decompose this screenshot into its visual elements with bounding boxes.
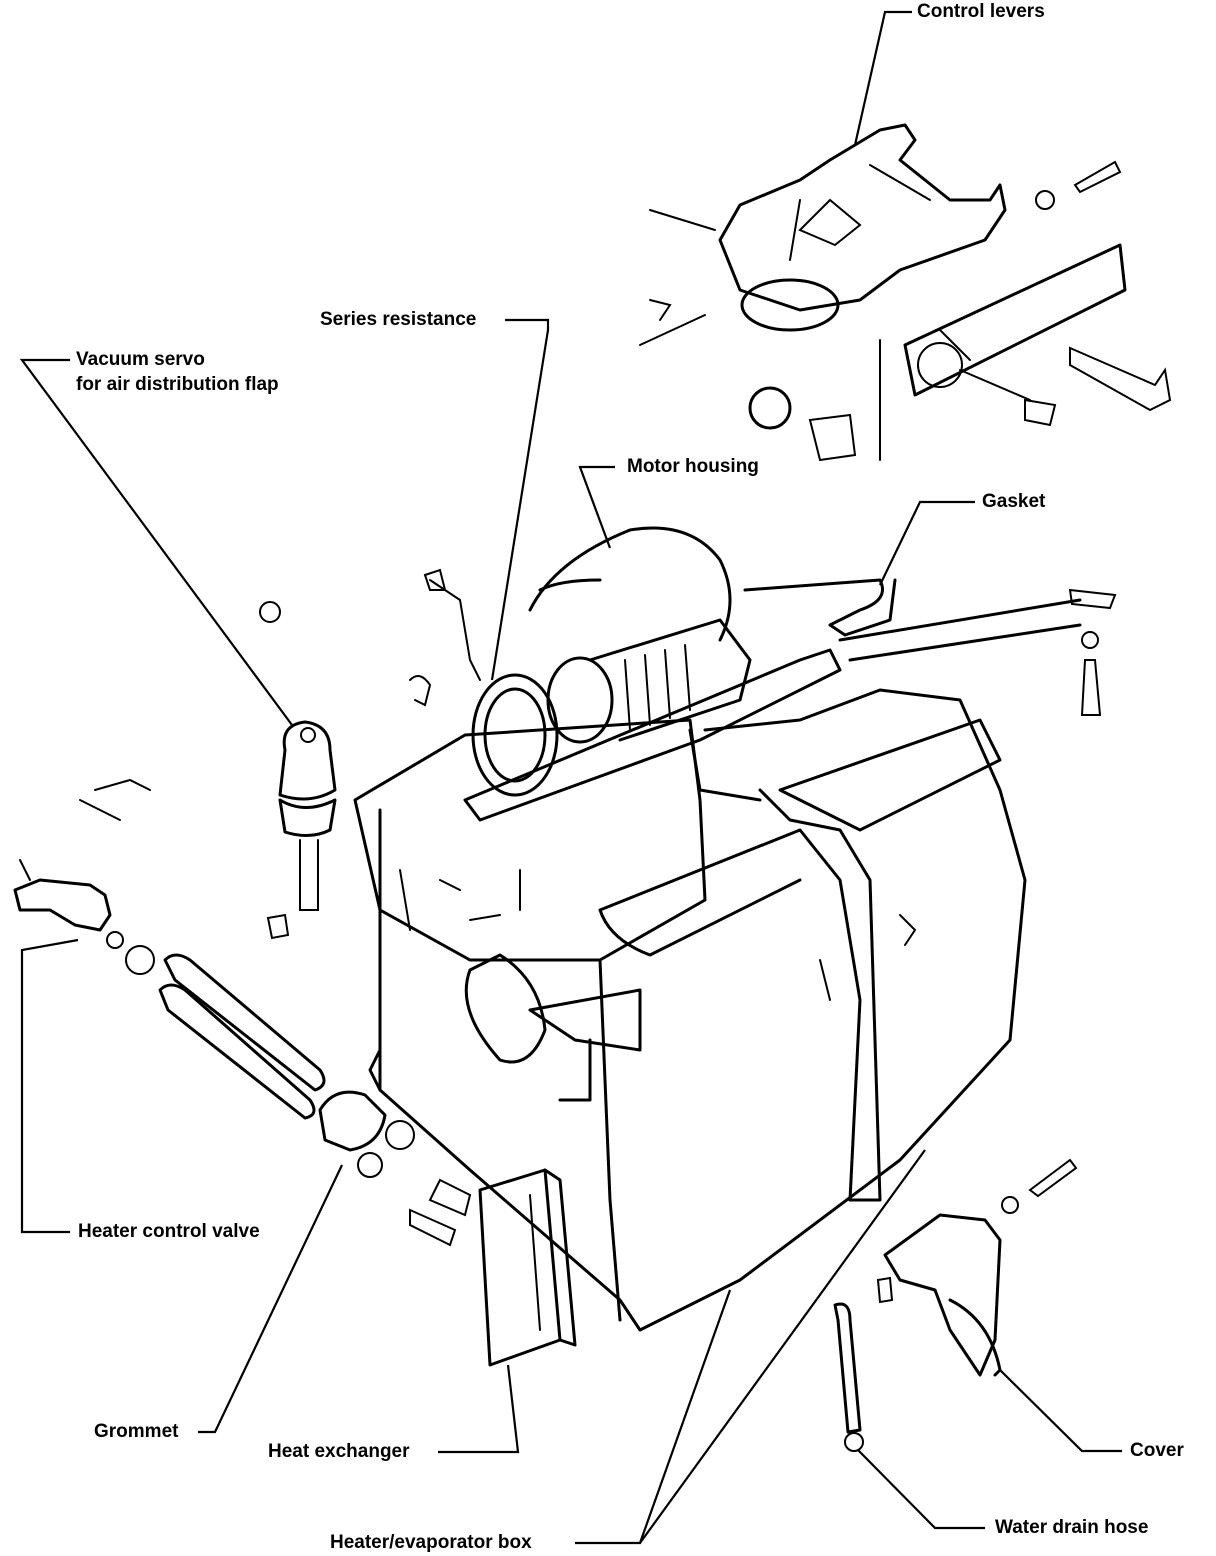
vacuum-servo-drawing [259,601,337,940]
label-vacuum-servo: Vacuum servo [76,349,205,370]
label-series-resistance: Series resistance [320,309,477,330]
heater-control-valve-drawing [13,675,432,1178]
cover-drawing [876,1158,1078,1377]
gasket-drawing [743,578,1117,716]
label-motor-housing: Motor housing [627,456,759,477]
label-gasket: Gasket [982,491,1046,512]
leader-lines [19,10,1122,1545]
heater-evaporator-box-drawing [353,688,1027,1332]
motor-housing-drawing [423,526,842,822]
label-vacuum-servo-sub: for air distribution flap [76,374,279,395]
label-grommet: Grommet [94,1421,179,1442]
label-water-drain-hose: Water drain hose [995,1517,1149,1538]
label-heater-evaporator-box: Heater/evaporator box [330,1532,532,1553]
label-cover: Cover [1130,1440,1184,1461]
label-control-levers: Control levers [917,1,1045,22]
label-heater-control-valve: Heater control valve [78,1221,260,1242]
label-heat-exchanger: Heat exchanger [268,1441,410,1462]
heat-exchanger-drawing [409,1168,577,1367]
control-levers-drawing [639,123,1172,462]
water-drain-hose-drawing [833,1302,864,1452]
